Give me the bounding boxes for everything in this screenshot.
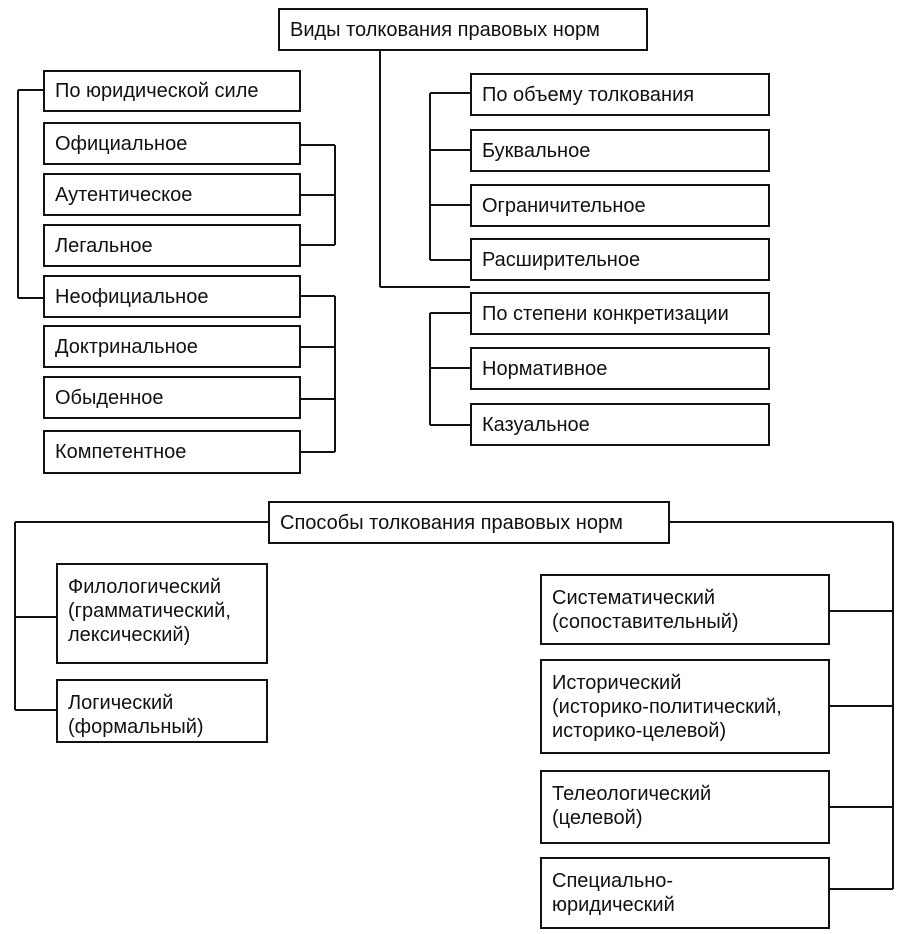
competent-label: Компетентное (55, 441, 187, 463)
logical-line-2: (формальный) (68, 716, 204, 738)
by-volume-box: По объему толкования (470, 73, 770, 116)
systematic-box: Систематический (сопоставительный) (540, 574, 830, 645)
philological-line-1: Филологический (68, 576, 222, 598)
types-title-box: Виды толкования правовых норм (278, 8, 648, 51)
unofficial-box: Неофициальное (43, 275, 301, 318)
by-force-label: По юридической силе (55, 80, 259, 102)
literal-box: Буквальное (470, 129, 770, 172)
ordinary-label: Обыденное (55, 386, 164, 409)
special-legal-line-2: юридический (552, 894, 675, 916)
types-title: Виды толкования правовых норм (290, 18, 600, 41)
doctrinal-box: Доктринальное (43, 325, 301, 368)
restrictive-box: Ограничительное (470, 184, 770, 227)
casual-label: Казуальное (482, 413, 590, 436)
logical-line-1: Логический (68, 692, 174, 714)
authentic-box: Аутентическое (43, 173, 301, 216)
competent-box: Компетентное (43, 430, 301, 474)
extensive-label: Расширительное (482, 248, 641, 271)
casual-box: Казуальное (470, 403, 770, 446)
philological-box: Филологический (грамматический, лексичес… (56, 563, 268, 664)
unofficial-label: Неофициальное (55, 285, 209, 308)
systematic-line-1: Систематический (552, 587, 716, 609)
philological-line-3: лексический) (68, 624, 191, 646)
by-concretization-label: По степени конкретизации (482, 302, 729, 325)
by-force-box: По юридической силе (43, 70, 301, 112)
teleological-line-1: Телеологический (552, 783, 712, 805)
ordinary-box: Обыденное (43, 376, 301, 419)
restrictive-label: Ограничительное (482, 194, 646, 217)
special-legal-line-1: Специально- (552, 870, 674, 892)
official-box: Официальное (43, 122, 301, 165)
legal-label: Легальное (55, 234, 153, 257)
by-volume-label: По объему толкования (482, 83, 695, 106)
extensive-box: Расширительное (470, 238, 770, 281)
legal-box: Легальное (43, 224, 301, 267)
historical-line-2: (историко-политический, (552, 696, 782, 718)
doctrinal-label: Доктринальное (55, 335, 198, 358)
authentic-label: Аутентическое (55, 183, 193, 206)
methods-title-box: Способы толкования правовых норм (268, 501, 670, 544)
methods-title: Способы толкования правовых норм (280, 511, 623, 534)
systematic-line-2: (сопоставительный) (552, 611, 739, 633)
historical-line-1: Исторический (552, 672, 682, 694)
historical-line-3: историко-целевой) (552, 720, 727, 742)
logical-box: Логический (формальный) (56, 679, 268, 743)
special-legal-box: Специально- юридический (540, 857, 830, 929)
teleological-line-2: (целевой) (552, 807, 643, 829)
philological-line-2: (грамматический, (68, 600, 231, 622)
official-label: Официальное (55, 132, 188, 155)
by-concretization-box: По степени конкретизации (470, 292, 770, 335)
literal-label: Буквальное (482, 139, 591, 162)
teleological-box: Телеологический (целевой) (540, 770, 830, 844)
normative-label: Нормативное (482, 357, 608, 380)
normative-box: Нормативное (470, 347, 770, 390)
historical-box: Исторический (историко-политический, ист… (540, 659, 830, 754)
